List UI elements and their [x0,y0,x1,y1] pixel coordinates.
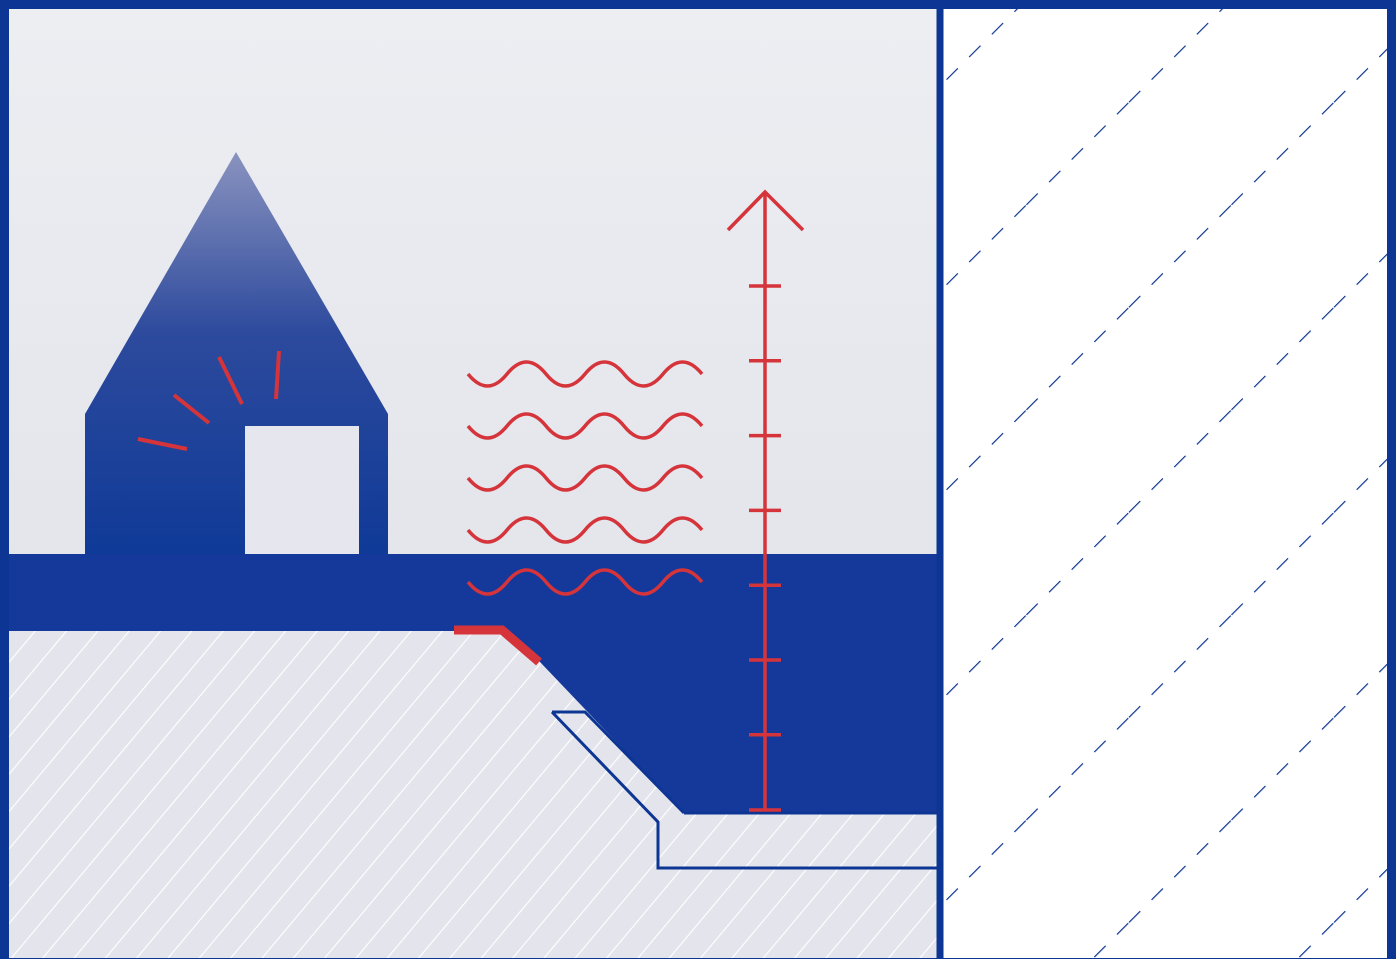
side-panel [940,8,1390,959]
house-door [245,426,359,554]
